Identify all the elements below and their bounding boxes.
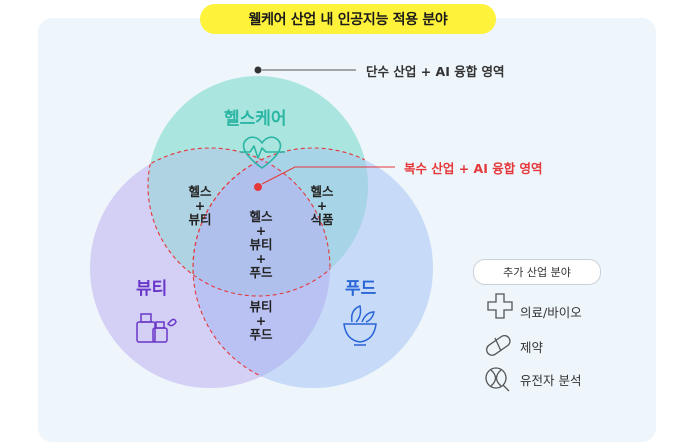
food-label: 푸드 <box>345 279 377 299</box>
cosmetics-icon <box>136 313 177 343</box>
beauty-label: 뷰티 <box>136 279 168 299</box>
overlap-boundaries <box>147 147 368 388</box>
multiple-industry-annotation: 복수 산업 + AI 융합 영역 <box>404 161 543 176</box>
beauty-food-label: 뷰티 + 푸드 <box>249 299 273 342</box>
health-label: 헬스케어 <box>224 109 287 129</box>
medical-cross-icon <box>487 293 513 319</box>
diagram-title: 웰케어 산업 내 인공지능 적용 분야 <box>200 4 496 34</box>
legend-item-pharma: 제약 <box>520 340 544 355</box>
health-food-label: 헬스 + 식품 <box>310 184 334 227</box>
legend-item-genetic: 유전자 분석 <box>520 373 582 388</box>
heart-icon <box>240 136 285 169</box>
single-industry-annotation: 단수 산업 + AI 융합 영역 <box>366 64 505 79</box>
pill-icon <box>485 334 511 356</box>
salad-bowl-icon <box>343 304 377 346</box>
dna-icon <box>485 367 510 392</box>
legend-item-medical: 의료/바이오 <box>520 305 582 320</box>
multiple-marker <box>254 183 262 191</box>
single-marker <box>254 66 262 74</box>
all-three-label: 헬스 + 뷰티 + 푸드 <box>249 209 273 280</box>
legend-title: 추가 산업 분야 <box>473 259 601 285</box>
health-beauty-label: 헬스 + 뷰티 <box>188 184 212 227</box>
